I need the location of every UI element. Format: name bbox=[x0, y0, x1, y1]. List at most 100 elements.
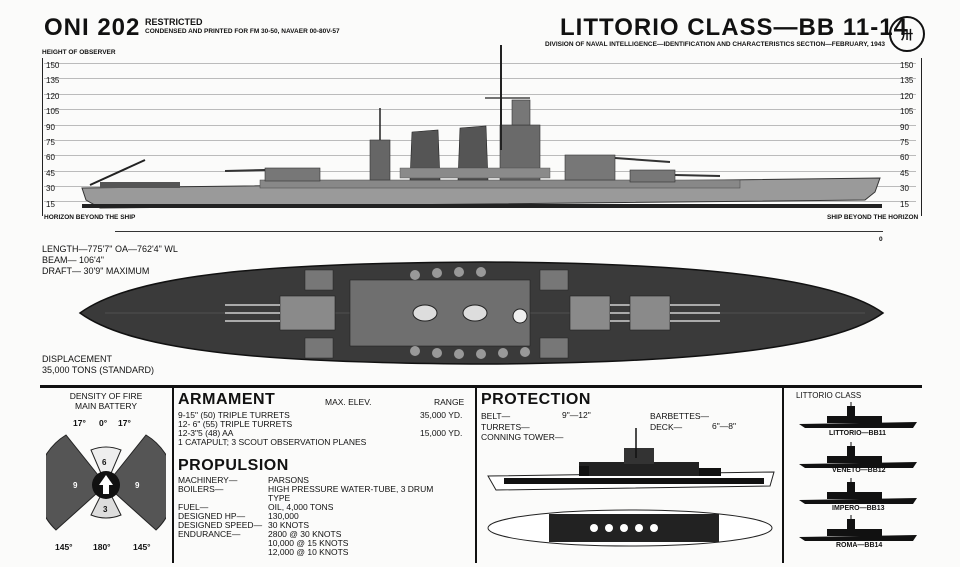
ship-silhouette-roma bbox=[799, 515, 917, 541]
armament-range-aa: 15,000 YD. bbox=[420, 428, 463, 438]
grid-line bbox=[44, 125, 916, 126]
ship-silhouette-veneto bbox=[799, 442, 917, 468]
section-divider bbox=[40, 385, 922, 388]
scale-tick: 105 bbox=[46, 107, 60, 117]
turrets-label: TURRETS— bbox=[481, 421, 530, 432]
propulsion-value: PARSONS bbox=[268, 475, 309, 485]
scale-tick: 90 bbox=[900, 122, 909, 132]
sector-left: 9 bbox=[73, 481, 78, 490]
ship-name-littorio: LITTORIO—BB11 bbox=[829, 430, 887, 437]
density-title-line1: DENSITY OF FIRE bbox=[69, 391, 143, 401]
propulsion-values: PARSONS HIGH PRESSURE WATER-TUBE, 3 DRUM… bbox=[268, 476, 473, 557]
angle-top-center: 0° bbox=[99, 418, 108, 428]
angle-top-left: 17° bbox=[73, 418, 86, 428]
grid-line bbox=[44, 63, 916, 64]
scale-tick: 150 bbox=[900, 61, 914, 70]
angle-bottom-center: 180° bbox=[93, 542, 111, 552]
density-title-line2: MAIN BATTERY bbox=[74, 401, 138, 411]
propulsion-value: 10,000 @ 15 KNOTS bbox=[268, 538, 349, 548]
armament-line: 12- 6" (55) TRIPLE TURRETS bbox=[178, 419, 293, 429]
scale-tick: 135 bbox=[900, 76, 914, 86]
density-title: DENSITY OF FIRE MAIN BATTERY bbox=[40, 391, 172, 411]
scale-tick: 150 bbox=[46, 61, 60, 70]
scale-tick: 60 bbox=[46, 153, 55, 163]
belt-value: 9"—12" bbox=[562, 410, 591, 420]
ship-silhouette-littorio bbox=[799, 402, 917, 428]
displacement-label: DISPLACEMENT bbox=[42, 354, 113, 364]
protection-diagram bbox=[487, 428, 775, 547]
angle-bottom-left: 145° bbox=[55, 542, 73, 552]
scale-line bbox=[115, 231, 883, 232]
propulsion-value: 12,000 @ 10 KNOTS bbox=[268, 547, 349, 557]
column-divider bbox=[782, 388, 784, 563]
scale-tick: 30 bbox=[46, 184, 55, 194]
class-badge-icon: 卅 bbox=[889, 16, 925, 52]
armament-list: 9-15" (50) TRIPLE TURRETS 12- 6" (55) TR… bbox=[178, 411, 366, 447]
propulsion-value: 130,000 bbox=[268, 511, 299, 521]
scale-tick: 45 bbox=[46, 168, 55, 178]
height-of-observer-label: HEIGHT OF OBSERVER bbox=[42, 49, 116, 56]
scale-tick: 120 bbox=[46, 91, 60, 101]
displacement-block: DISPLACEMENT 35,000 TONS (STANDARD) bbox=[42, 354, 154, 376]
armament-range-15in: 35,000 YD. bbox=[420, 410, 463, 420]
length-text: LENGTH—775'7" OA—762'4" WL bbox=[42, 244, 178, 254]
propulsion-value: 2800 @ 30 KNOTS bbox=[268, 529, 342, 539]
armament-line: 12-3"5 (48) AA bbox=[178, 428, 234, 438]
propulsion-value: TYPE bbox=[268, 493, 291, 503]
belt-label: BELT— bbox=[481, 411, 511, 421]
scale-tick: 15 bbox=[900, 199, 909, 209]
density-diagram bbox=[46, 434, 166, 531]
ship-silhouette-impero bbox=[799, 478, 917, 504]
sector-ahead: 6 bbox=[102, 458, 107, 467]
propulsion-label: BOILERS— bbox=[178, 484, 224, 494]
height-scale-right: 150 135 120 105 90 75 60 45 30 15 bbox=[900, 58, 913, 212]
restricted-label: RESTRICTED bbox=[145, 17, 203, 27]
propulsion-title: PROPULSION bbox=[178, 457, 289, 474]
propulsion-value: HIGH PRESSURE WATER-TUBE, 3 DRUM bbox=[268, 484, 434, 494]
propulsion-value: OIL, 4,000 TONS bbox=[268, 502, 334, 512]
beam-text: BEAM— 106'4" bbox=[42, 255, 104, 265]
scale-tick: 90 bbox=[46, 122, 55, 132]
page-subtitle: DIVISION OF NAVAL INTELLIGENCE—IDENTIFIC… bbox=[545, 41, 885, 48]
propulsion-value: 30 KNOTS bbox=[268, 520, 310, 530]
grid-line bbox=[44, 78, 916, 79]
scale-tick: 15 bbox=[46, 199, 55, 209]
ship-name-roma: ROMA—BB14 bbox=[836, 542, 883, 549]
scale-zero: 0 bbox=[879, 236, 883, 243]
angle-top-right: 17° bbox=[118, 418, 131, 428]
armament-title: ARMAMENT bbox=[178, 391, 276, 408]
deck-label: DECK— bbox=[650, 421, 683, 432]
scale-tick: 45 bbox=[900, 168, 909, 178]
restricted-notice: RESTRICTED CONDENSED AND PRINTED FOR FM … bbox=[145, 17, 340, 37]
deck-value: 6"—8" bbox=[712, 421, 736, 431]
horizon-left-label: HORIZON BEYOND THE SHIP bbox=[44, 214, 136, 221]
armament-col-range: RANGE bbox=[434, 397, 465, 407]
conning-tower-label: CONNING TOWER— bbox=[481, 432, 564, 442]
profile-frame bbox=[42, 58, 922, 216]
propulsion-labels: MACHINERY— BOILERS— FUEL— DESIGNED HP— D… bbox=[178, 476, 262, 539]
propulsion-label: ENDURANCE— bbox=[178, 529, 241, 539]
page-title: LITTORIO CLASS—BB 11-14 bbox=[560, 14, 908, 41]
barbettes-label: BARBETTES— bbox=[650, 411, 710, 421]
protection-title: PROTECTION bbox=[481, 391, 591, 408]
displacement-value: 35,000 TONS (STANDARD) bbox=[42, 365, 155, 375]
sector-right: 9 bbox=[135, 481, 140, 490]
scale-tick: 135 bbox=[46, 76, 60, 86]
propulsion-label: MACHINERY— bbox=[178, 475, 238, 485]
protection-labels-right: BARBETTES— DECK— bbox=[650, 411, 709, 432]
ship-profile-illustration bbox=[81, 45, 882, 209]
angle-bottom-right: 145° bbox=[133, 542, 151, 552]
dimensions-block: LENGTH—775'7" OA—762'4" WL BEAM— 106'4" … bbox=[42, 244, 178, 277]
grid-line bbox=[44, 94, 916, 95]
propulsion-label: FUEL— bbox=[178, 502, 209, 512]
document-id: ONI 202 bbox=[44, 14, 141, 41]
scale-tick: 105 bbox=[900, 107, 914, 117]
grid-line bbox=[44, 109, 916, 110]
scale-tick: 60 bbox=[900, 153, 909, 163]
ship-plan-illustration bbox=[78, 261, 885, 365]
scale-tick: 75 bbox=[46, 138, 55, 148]
scale-tick: 120 bbox=[900, 91, 914, 101]
armament-line: 1 CATAPULT; 3 SCOUT OBSERVATION PLANES bbox=[178, 437, 367, 447]
propulsion-label: DESIGNED HP— bbox=[178, 511, 246, 521]
condensed-note: CONDENSED AND PRINTED FOR FM 30-50, NAVA… bbox=[145, 28, 340, 35]
